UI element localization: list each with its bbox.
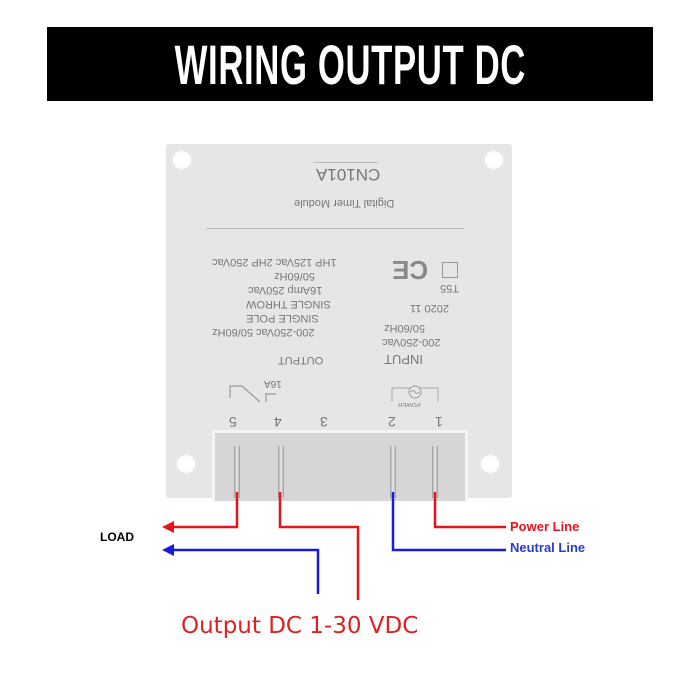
load-power-wire	[172, 492, 239, 529]
output-dc-label: Output DC 1-30 VDC	[181, 613, 419, 639]
neutral-line-wire	[391, 492, 506, 552]
terminal-pin-2	[390, 446, 396, 498]
divider	[314, 162, 378, 163]
divider	[206, 228, 464, 229]
mounting-hole	[176, 454, 196, 474]
mounting-hole	[480, 454, 500, 474]
title-banner: WIRING OUTPUT DC	[47, 27, 653, 101]
power-symbol-icon	[391, 385, 439, 402]
terminal-pin-4	[278, 446, 284, 498]
power-line-wire	[433, 492, 506, 529]
load-power-arrow-icon	[162, 521, 174, 533]
load-label: LOAD	[100, 530, 134, 544]
terminal-slot	[212, 430, 468, 501]
load-neutral-wire	[172, 548, 320, 594]
relay-switch-icon	[229, 385, 276, 403]
terminal-pin-5	[234, 446, 240, 498]
title: WIRING OUTPUT DC	[174, 32, 526, 96]
mounting-hole	[172, 150, 192, 170]
output-positive-wire	[278, 492, 360, 600]
load-neutral-arrow-icon	[162, 544, 174, 556]
power-line-label: Power Line	[510, 519, 580, 534]
certification-box-icon	[442, 262, 458, 278]
mounting-hole	[484, 150, 504, 170]
neutral-line-label: Neutral Line	[510, 540, 586, 555]
terminal-pin-1	[432, 446, 438, 498]
